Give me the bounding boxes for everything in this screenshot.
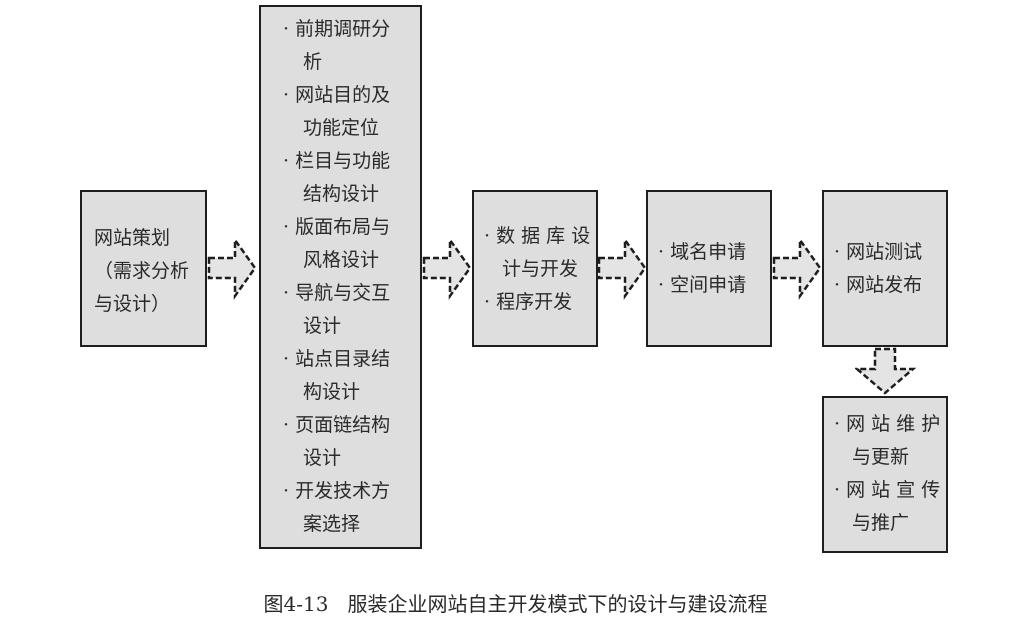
box-domain-hosting: · 域名申请 · 空间申请 (646, 190, 772, 347)
planning-line-2: （需求分析 (94, 260, 190, 282)
development-item: · 数 据 库 设 计与开发 (484, 220, 596, 286)
design-task-list: · 前期调研分 析 · 网站目的及 功能定位 · 栏目与功能 结构设计 · 版面… (283, 13, 420, 541)
arrow-down-icon (855, 347, 917, 395)
bullet-icon: · (834, 241, 841, 263)
design-item-line2: 功能定位 (303, 117, 380, 139)
development-item: · 程序开发 (484, 286, 596, 319)
design-item-line1: 页面链结构 (295, 414, 391, 436)
design-item-line2: 案选择 (303, 513, 361, 535)
design-item-line2: 设计 (303, 315, 342, 337)
design-item-line1: 前期调研分 (295, 18, 391, 40)
figure-number: 图4-13 (263, 592, 329, 616)
maintenance-item: · 网 站 宣 传 与推广 (834, 474, 946, 540)
design-item: · 页面链结构 设计 (283, 409, 420, 475)
box-maintenance-promotion: · 网 站 维 护 与更新 · 网 站 宣 传 与推广 (822, 396, 948, 553)
maintenance-item-line2: 与更新 (852, 446, 910, 468)
design-item: · 前期调研分 析 (283, 13, 420, 79)
bullet-icon: · (283, 84, 290, 106)
bullet-icon: · (658, 241, 665, 263)
maintenance-item-line1: 网 站 维 护 (846, 413, 941, 435)
figure-caption: 图4-13 服装企业网站自主开发模式下的设计与建设流程 (0, 588, 1031, 617)
development-item-line1: 程序开发 (496, 291, 573, 313)
release-item-text: 网站发布 (846, 274, 923, 296)
design-item-line1: 站点目录结 (295, 348, 391, 370)
design-item-line2: 构设计 (303, 381, 361, 403)
bullet-icon: · (834, 274, 841, 296)
bullet-icon: · (834, 479, 841, 501)
release-item: · 网站测试 (834, 236, 946, 269)
release-item: · 网站发布 (834, 269, 946, 302)
design-item-line1: 版面布局与 (295, 216, 391, 238)
design-item: · 栏目与功能 结构设计 (283, 145, 420, 211)
design-item-line1: 开发技术方 (295, 480, 391, 502)
hosting-item: · 空间申请 (658, 269, 770, 302)
design-item: · 版面布局与 风格设计 (283, 211, 420, 277)
design-item: · 网站目的及 功能定位 (283, 79, 420, 145)
box-design-tasks: · 前期调研分 析 · 网站目的及 功能定位 · 栏目与功能 结构设计 · 版面… (259, 5, 422, 549)
arrow-right-icon (422, 236, 472, 300)
design-item-line2: 风格设计 (303, 249, 380, 271)
figure-title: 服装企业网站自主开发模式下的设计与建设流程 (347, 592, 768, 616)
release-item-text: 网站测试 (846, 241, 923, 263)
design-item: · 开发技术方 案选择 (283, 475, 420, 541)
arrow-right-icon (772, 236, 822, 300)
bullet-icon: · (484, 291, 491, 313)
development-item-line2: 计与开发 (502, 258, 579, 280)
bullet-icon: · (283, 216, 290, 238)
bullet-icon: · (283, 348, 290, 370)
bullet-icon: · (283, 414, 290, 436)
design-item: · 导航与交互 设计 (283, 277, 420, 343)
bullet-icon: · (283, 18, 290, 40)
design-item-line1: 栏目与功能 (295, 150, 391, 172)
box-website-planning: 网站策划 （需求分析 与设计） (80, 190, 207, 347)
design-item-line2: 析 (303, 51, 323, 73)
planning-line-1: 网站策划 (94, 227, 171, 249)
box-test-release: · 网站测试 · 网站发布 (822, 190, 948, 347)
design-item: · 站点目录结 构设计 (283, 343, 420, 409)
bullet-icon: · (658, 274, 665, 296)
design-item-line2: 设计 (303, 447, 342, 469)
hosting-item-text: 域名申请 (670, 241, 747, 263)
bullet-icon: · (834, 413, 841, 435)
maintenance-item-line2: 与推广 (852, 512, 910, 534)
design-item-line1: 导航与交互 (295, 282, 391, 304)
bullet-icon: · (283, 282, 290, 304)
design-item-line1: 网站目的及 (295, 84, 391, 106)
hosting-item-text: 空间申请 (670, 274, 747, 296)
hosting-item: · 域名申请 (658, 236, 770, 269)
development-item-line1: 数 据 库 设 (496, 225, 591, 247)
arrow-right-icon (597, 236, 647, 300)
bullet-icon: · (283, 150, 290, 172)
design-item-line2: 结构设计 (303, 183, 380, 205)
arrow-right-icon (207, 236, 257, 300)
maintenance-item: · 网 站 维 护 与更新 (834, 408, 946, 474)
bullet-icon: · (484, 225, 491, 247)
bullet-icon: · (283, 480, 290, 502)
box-development: · 数 据 库 设 计与开发 · 程序开发 (472, 190, 598, 347)
maintenance-item-line1: 网 站 宣 传 (846, 479, 941, 501)
planning-line-3: 与设计） (94, 293, 171, 315)
